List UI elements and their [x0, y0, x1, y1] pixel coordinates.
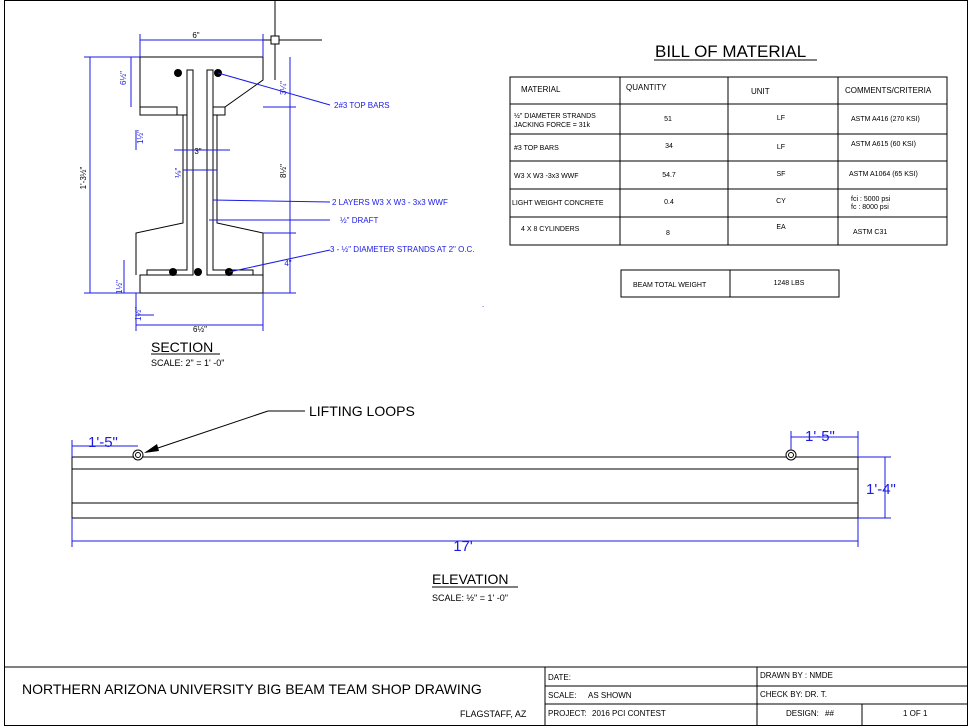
elevation-view: LIFTING LOOPS 1'-5" 1'-5" 1'-4" 17' ELEV…: [71, 403, 896, 603]
dim-top-flange-right: 3¼": [279, 81, 288, 95]
bom-row-4-quantity: 0.4: [664, 199, 674, 206]
title-block-grid: [4, 666, 968, 725]
bom-row-5-comments: ASTM C31: [853, 229, 887, 236]
bom-row-5-unit: EA: [776, 224, 786, 231]
bom-row-4-comments-line2: fc : 8000 psi: [851, 204, 889, 211]
title-block: NORTHERN ARIZONA UNIVERSITY BIG BEAM TEA…: [4, 666, 968, 725]
lifting-loop-right: [785, 449, 797, 461]
bom-row-2-comments: ASTM A615 (60 KSI): [851, 141, 916, 148]
dim-overall-height: 1'-3½": [79, 167, 88, 190]
strand-2: [194, 268, 202, 276]
dim-right-height: 8½": [279, 164, 288, 178]
bom-row-4-comments: fci : 5000 psi fc : 8000 psi: [851, 196, 892, 211]
title-block-project-label: PROJECT:: [548, 709, 587, 718]
dim-bottom-small: 1½": [134, 307, 143, 321]
elevation-scale: SCALE: ½" = 1' -0": [432, 593, 508, 603]
bom-row-2-quantity: 34: [665, 143, 673, 150]
title-block-scale-label: SCALE:: [548, 691, 576, 700]
bom-rows: ½" DIAMETER STRANDS JACKING FORCE = 31k …: [512, 112, 920, 237]
elevation-title: ELEVATION: [432, 571, 509, 587]
dim-top-flange-left: 6½": [119, 71, 128, 85]
bom-row-3-unit: SF: [777, 171, 786, 178]
lifting-loops-label: LIFTING LOOPS: [309, 403, 415, 419]
lifting-loop-right-inner: [788, 452, 794, 458]
elevation-beam: [71, 456, 859, 519]
lifting-loops-arrowhead: [144, 444, 159, 453]
title-block-sheet: 1 OF 1: [903, 709, 928, 718]
dim-bottom-width: 6½": [193, 325, 207, 334]
bom-header-quantity: QUANTITY: [626, 83, 667, 92]
section-dimension-lines: [84, 34, 296, 331]
callout-wwf: 2 LAYERS W3 X W3 - 3x3 WWF: [332, 198, 448, 207]
elev-dim-height: 1'-4": [866, 481, 896, 498]
bom-row-2-unit: LF: [777, 144, 785, 151]
section-view: 6" 6½" 3¼" 3" ⅑" 1½" 1'-3½" 8½" 4" 1½" 1…: [79, 0, 475, 368]
section-dimension-text: 6" 6½" 3¼" 3" ⅑" 1½" 1'-3½" 8½" 4" 1½" 1…: [79, 31, 292, 334]
bom-row-4-material: LIGHT WEIGHT CONCRETE: [512, 200, 604, 207]
bom-header-unit: UNIT: [751, 87, 770, 96]
bom-title: BILL OF MATERIAL: [655, 42, 806, 61]
section-title: SECTION: [151, 339, 213, 355]
section-scale: SCALE: 2" = 1' -0": [151, 358, 224, 368]
bom-row-5-quantity: 8: [666, 230, 670, 237]
top-bar-left: [174, 69, 182, 77]
dim-web-step: 1½": [136, 130, 145, 144]
bom-row-3-material: W3 X W3 -3x3 WWF: [514, 173, 579, 180]
bom-row-1-material: ½" DIAMETER STRANDS JACKING FORCE = 31k: [514, 112, 598, 129]
callout-draft: ½" DRAFT: [340, 216, 379, 225]
section-web-outline: [135, 106, 264, 275]
wwf-layers: [146, 69, 254, 276]
beam-total-weight-label: BEAM TOTAL WEIGHT: [633, 282, 707, 289]
lifting-loop-left-inner: [135, 452, 141, 458]
title-block-date-label: DATE:: [548, 673, 571, 682]
title-block-location: FLAGSTAFF, AZ: [460, 709, 527, 719]
title-block-design-value: ##: [825, 709, 834, 718]
bom-header-comments: COMMENTS/CRITERIA: [845, 86, 932, 95]
beam-total-weight-value: 1248 LBS: [774, 280, 805, 287]
elev-dim-right-loop: 1'-5": [805, 428, 835, 445]
dim-bottom-flange-left: 1½": [115, 280, 124, 294]
bom-row-1-material-line1: ½" DIAMETER STRANDS: [514, 112, 596, 120]
bom-row-1-unit: LF: [777, 115, 785, 122]
bom-row-3-quantity: 54.7: [662, 172, 676, 179]
bom-row-4-comments-line1: fci : 5000 psi: [851, 196, 891, 203]
sheet-border: [4, 0, 968, 726]
bom-headers: MATERIAL QUANTITY UNIT COMMENTS/CRITERIA: [521, 83, 932, 96]
title-block-check-by: CHECK BY: DR. T.: [760, 690, 827, 699]
title-block-main: NORTHERN ARIZONA UNIVERSITY BIG BEAM TEA…: [22, 681, 482, 697]
title-block-scale-value: AS SHOWN: [588, 691, 632, 700]
bom-header-material: MATERIAL: [521, 85, 561, 94]
section-callouts: 2#3 TOP BARS 2 LAYERS W3 X W3 - 3x3 WWF …: [330, 101, 475, 254]
bom-table-grid: [509, 76, 948, 246]
callout-strands: 3 - ½" DIAMETER STRANDS AT 2" O.C.: [330, 245, 475, 254]
lifting-loops-leader-diag: [145, 410, 269, 453]
elev-dim-left-loop: 1'-5": [88, 434, 118, 451]
bom-row-4-unit: CY: [776, 198, 786, 205]
strand-1: [169, 268, 177, 276]
callout-top-bars: 2#3 TOP BARS: [334, 101, 390, 110]
title-block-project-value: 2016 PCI CONTEST: [592, 709, 666, 718]
dim-bottom-flange-right: 4": [284, 259, 291, 268]
elevation-dimension-lines: [71, 431, 891, 547]
section-leaders: [209, 72, 331, 273]
bill-of-material: BILL OF MATERIAL MATERIAL QUANTITY UNIT …: [509, 42, 948, 298]
dim-top-width: 6": [192, 31, 199, 40]
bom-row-1-comments: ASTM A416 (270 KSI): [851, 116, 920, 123]
lifting-loop-left: [132, 449, 144, 461]
title-block-design-label: DESIGN:: [786, 709, 819, 718]
bom-row-1-quantity: 51: [664, 116, 672, 123]
dim-web-inner: ⅑": [174, 168, 183, 179]
bom-row-1-material-line2: JACKING FORCE = 31k: [514, 122, 591, 129]
elev-dim-length: 17': [453, 538, 473, 555]
title-block-drawn-by: DRAWN BY : NMDE: [760, 671, 833, 680]
bom-row-5-material: 4 X 8 CYLINDERS: [521, 226, 580, 233]
stray-marker: .: [482, 300, 484, 309]
bom-row-2-material: #3 TOP BARS: [514, 145, 559, 152]
bom-row-3-comments: ASTM A1064 (65 KSI): [849, 171, 918, 178]
dim-web-gap: 3": [194, 147, 201, 156]
section-outline: [139, 56, 264, 294]
